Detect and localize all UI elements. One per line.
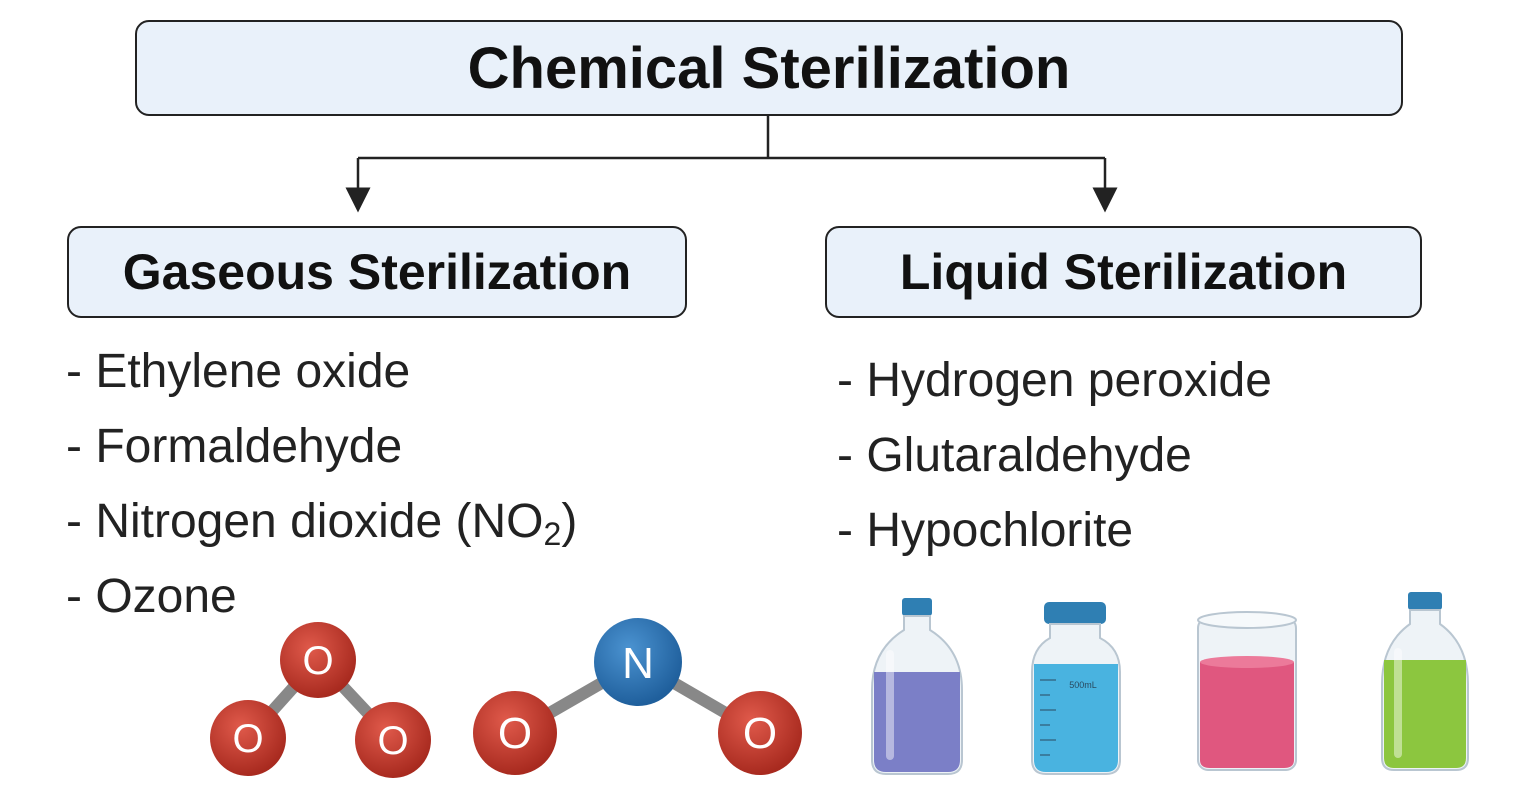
liquid-sterilization-box: Liquid Sterilization [825, 226, 1422, 318]
ozone-atom-left: O [232, 717, 263, 761]
purple-bottle-icon [871, 598, 963, 775]
ozone-atom-right: O [377, 719, 408, 763]
no2-subscript: 2 [543, 516, 562, 552]
list-item-glutaraldehyde: - Glutaraldehyde [837, 429, 1192, 482]
gaseous-heading: Gaseous Sterilization [122, 244, 632, 300]
green-bottle-icon [1381, 592, 1469, 771]
pink-beaker-icon [1197, 611, 1297, 771]
list-item-ozone: - Ozone [66, 570, 237, 623]
list-item-hydrogen-peroxide: - Hydrogen peroxide [837, 354, 1272, 407]
list-item-formaldehyde: - Formaldehyde [66, 420, 403, 473]
list-item-ethylene-oxide: - Ethylene oxide [66, 345, 411, 398]
ozone-molecule-icon: O O O [210, 622, 431, 778]
chemical-sterilization-box: Chemical Sterilization [135, 20, 1403, 116]
liquid-agents-list: - Hydrogen peroxide - Glutaraldehyde - H… [837, 343, 1272, 568]
list-item-hypochlorite: - Hypochlorite [837, 504, 1134, 557]
nitrogen-dioxide-molecule-icon: O N O [473, 618, 802, 775]
no2-atom-right: O [743, 709, 777, 758]
liquid-heading: Liquid Sterilization [899, 244, 1348, 300]
bottle-volume-label: 500mL [1069, 680, 1097, 690]
no2-atom-center: N [622, 639, 654, 688]
gaseous-sterilization-box: Gaseous Sterilization [67, 226, 687, 318]
diagram-title: Chemical Sterilization [467, 35, 1071, 101]
no2-atom-left: O [498, 709, 532, 758]
ozone-atom-top: O [302, 639, 333, 683]
blue-measuring-bottle-icon: 500mL [1031, 602, 1121, 775]
list-item-nitrogen-dioxide: - Nitrogen dioxide (NO2) [66, 495, 578, 552]
gaseous-agents-list: - Ethylene oxide - Formaldehyde - Nitrog… [66, 334, 577, 634]
